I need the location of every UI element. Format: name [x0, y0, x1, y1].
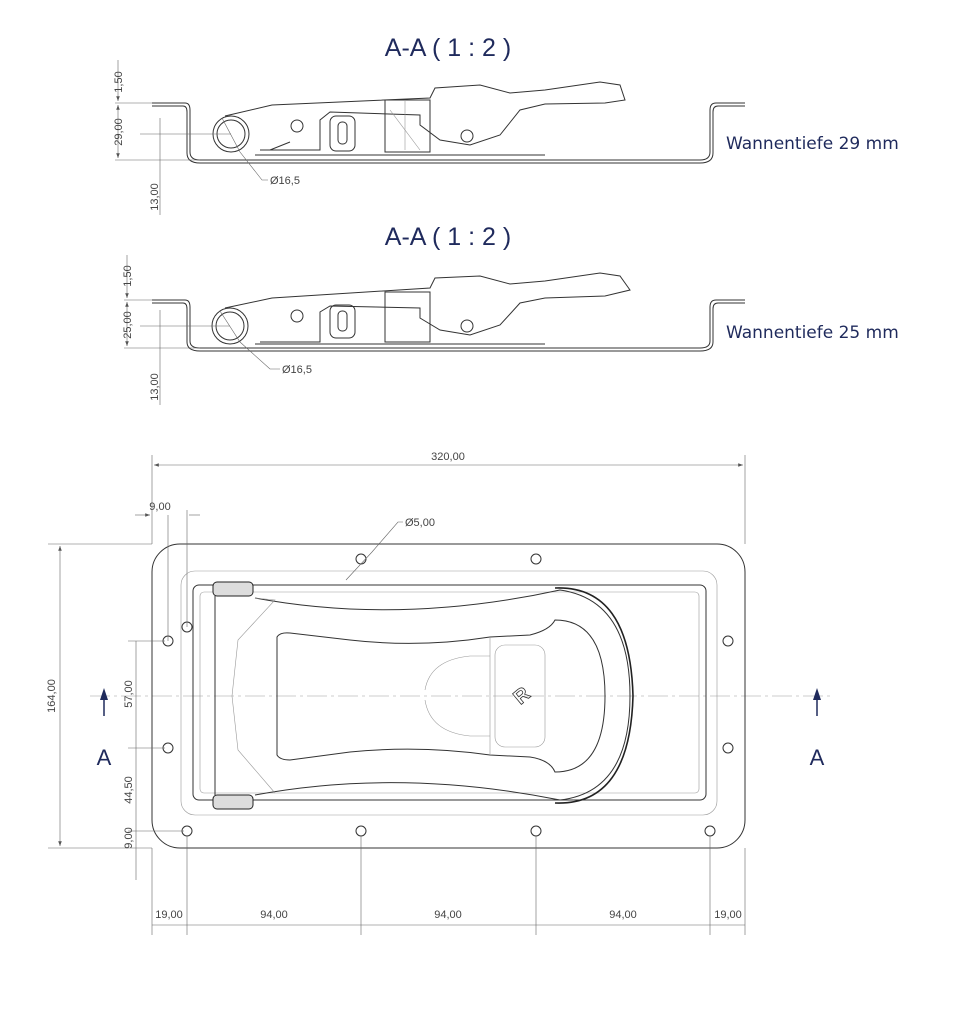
- svg-text:94,00: 94,00: [260, 909, 288, 921]
- dim-below: 13,00: [140, 310, 230, 405]
- svg-text:1,50: 1,50: [113, 71, 125, 92]
- svg-text:320,00: 320,00: [431, 451, 465, 463]
- dim-edge-offset: 9,00: [135, 501, 200, 641]
- svg-text:19,00: 19,00: [155, 909, 183, 921]
- section-view-25mm: A-A ( 1 : 2 ) 1,50 25,00 13,00 Ø16,5 Wan…: [122, 223, 899, 405]
- svg-text:A: A: [810, 745, 825, 770]
- section-view-29mm: A-A ( 1 : 2 ) 1,50 29,00 13,00 Ø16,5 Wan…: [113, 34, 899, 215]
- tub-depth-note: Wannentiefe 29 mm: [726, 134, 899, 154]
- svg-text:9,00: 9,00: [149, 501, 170, 513]
- svg-text:13,00: 13,00: [149, 183, 161, 211]
- svg-text:94,00: 94,00: [434, 909, 462, 921]
- svg-text:164,00: 164,00: [46, 679, 58, 713]
- svg-text:1,50: 1,50: [122, 265, 134, 286]
- dim-width: 320,00: [151, 451, 746, 544]
- handle: R: [212, 581, 634, 810]
- section-marker-right: A: [810, 688, 825, 770]
- dim-hole-diameter: Ø5,00: [345, 517, 435, 581]
- tub-depth-note: Wannentiefe 25 mm: [726, 323, 899, 343]
- dim-vertical-chain: 57,00 44,50 9,00: [123, 640, 184, 880]
- svg-text:13,00: 13,00: [149, 373, 161, 401]
- svg-text:19,00: 19,00: [714, 909, 742, 921]
- dim-flange: 1,50: [113, 60, 152, 104]
- section-title: A-A ( 1 : 2 ): [385, 34, 511, 62]
- roller-diameter: Ø16,5: [270, 175, 300, 187]
- svg-text:44,50: 44,50: [123, 776, 135, 804]
- dim-flange: 1,50: [122, 255, 152, 301]
- dim-height: 164,00: [46, 543, 152, 849]
- dim-below: 13,00: [140, 118, 231, 215]
- svg-text:9,00: 9,00: [123, 827, 135, 848]
- svg-text:29,00: 29,00: [113, 118, 125, 146]
- svg-text:25,00: 25,00: [122, 311, 134, 339]
- brand-logo-icon: R: [509, 683, 535, 709]
- roller-diameter: Ø16,5: [282, 364, 312, 376]
- svg-text:57,00: 57,00: [123, 680, 135, 708]
- dim-depth: 25,00: [122, 302, 200, 349]
- plan-view: R 320,00 9,00 Ø5,00 164,00 57,00: [46, 451, 830, 935]
- dim-depth: 29,00: [113, 105, 200, 161]
- svg-text:A: A: [97, 745, 112, 770]
- dim-bottom-chain: 19,00 94,00 94,00 94,00 19,00: [151, 836, 746, 935]
- svg-text:Ø5,00: Ø5,00: [405, 517, 435, 529]
- section-marker-left: A: [97, 688, 112, 770]
- svg-text:94,00: 94,00: [609, 909, 637, 921]
- section-title: A-A ( 1 : 2 ): [385, 223, 511, 251]
